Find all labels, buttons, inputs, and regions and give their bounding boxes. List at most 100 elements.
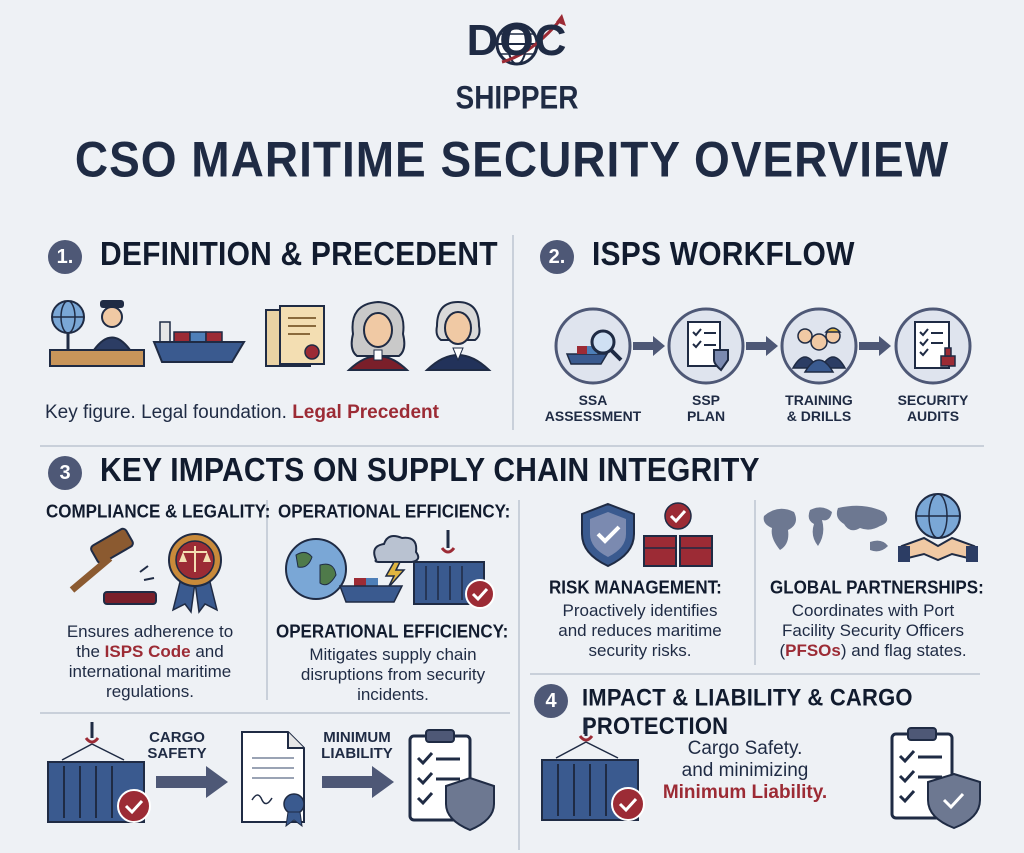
step-label-line: SSP	[691, 392, 720, 408]
globe-handshake-icon	[898, 493, 978, 562]
divider	[266, 500, 268, 700]
operational-heading: OPERATIONAL EFFICIENCY:	[278, 501, 511, 522]
scales-badge-icon	[168, 533, 222, 614]
logo-text-doc: DOC	[466, 16, 568, 65]
compliance-heading: COMPLIANCE & LEGALITY:	[46, 501, 271, 522]
text-line: SAFETY	[147, 745, 207, 762]
caption-highlight: Legal Precedent	[292, 402, 439, 423]
training-drills-icon	[780, 307, 858, 385]
step-label-training: TRAINING & DRILLS	[764, 392, 874, 424]
global-description: Coordinates with Port Facility Security …	[762, 601, 984, 661]
container-crane-check-icon	[47, 722, 151, 823]
text-line: Cargo Safety.	[687, 738, 803, 759]
text-line: international maritime	[68, 662, 232, 681]
risk-description: Proactively identifies and reduces marit…	[530, 601, 750, 661]
operational-description: Mitigates supply chain disruptions from …	[272, 645, 514, 705]
risk-boxes-icon	[643, 502, 713, 567]
section-3-badge: 3	[48, 456, 82, 490]
cargo-ship-icon	[152, 321, 246, 363]
text-line: incidents.	[357, 685, 429, 704]
operational-heading-secondary: OPERATIONAL EFFICIENCY:	[276, 621, 509, 642]
pfsos-highlight: PFSOs	[785, 641, 841, 660]
globe-logo-icon	[495, 14, 566, 66]
text-span: the	[76, 642, 105, 661]
logo-text-shipper: SHIPPER	[455, 79, 579, 116]
arrow-right-icon	[746, 336, 778, 356]
section-2-title: ISPS WORKFLOW	[592, 236, 855, 273]
compliance-description: Ensures adherence to the ISPS Code and i…	[40, 622, 260, 702]
text-line: Ensures adherence to	[66, 622, 234, 641]
step-label-ssp: SSP PLAN	[651, 392, 761, 424]
step-label-line: SSA	[578, 392, 608, 408]
section-4-description: Cargo Safety. and minimizing Minimum Lia…	[640, 738, 850, 804]
doc-shipper-logo: DOC SHIPPER	[456, 14, 578, 115]
text-span: (	[779, 641, 786, 660]
divider	[530, 673, 980, 675]
flow-label-cargo-safety: CARGO SAFETY	[122, 730, 232, 762]
global-heading: GLOBAL PARTNERSHIPS:	[770, 577, 984, 598]
text-line: Coordinates with Port	[791, 601, 955, 620]
caption-plain: Key figure. Legal foundation.	[45, 402, 287, 423]
container-check-icon	[413, 530, 495, 609]
certificate-document-icon	[241, 731, 305, 828]
step-label-line: SECURITY	[897, 392, 969, 408]
text-line: LIABILITY	[321, 745, 393, 762]
step-label-line: ASSESSMENT	[544, 408, 642, 424]
step-label-line: PLAN	[686, 408, 726, 424]
text-line: security risks.	[588, 641, 692, 660]
text-line: disruptions from security	[300, 665, 486, 684]
ship-icon	[338, 578, 404, 603]
section-1-caption: Key figure. Legal foundation. Legal Prec…	[45, 403, 505, 423]
section-1-badge: 1.	[48, 240, 82, 274]
text-line: (PFSOs) and flag states.	[762, 641, 984, 661]
arrow-right-icon	[322, 766, 394, 798]
container-crane-check-icon	[541, 720, 645, 821]
checklist-shield-icon	[890, 727, 981, 830]
judge-portrait-icon	[346, 300, 410, 371]
divider	[512, 235, 514, 430]
text-line: and minimizing	[681, 760, 809, 781]
officer-at-desk-icon	[49, 300, 145, 367]
text-line: Proactively identifies	[562, 601, 718, 620]
text-span: and	[190, 642, 224, 661]
ssp-plan-icon	[667, 307, 745, 385]
historical-figure-portrait-icon	[424, 300, 492, 371]
shield-check-icon	[581, 502, 635, 568]
divider	[518, 500, 520, 850]
step-label-ssa: SSA ASSESSMENT	[538, 392, 648, 424]
step-label-audits: SECURITY AUDITS	[878, 392, 988, 424]
arrow-right-icon	[633, 336, 665, 356]
legal-documents-icon	[265, 305, 325, 367]
step-label-line: TRAINING	[785, 392, 853, 408]
globe-icon	[285, 538, 347, 600]
text-line: CARGO	[149, 729, 205, 746]
divider	[40, 712, 510, 714]
text-line: and reduces maritime	[558, 621, 722, 640]
text-line: Mitigates supply chain	[309, 645, 477, 664]
section-4-badge: 4	[534, 684, 568, 718]
gavel-icon	[69, 527, 157, 605]
section-1-title: DEFINITION & PRECEDENT	[100, 236, 498, 273]
divider	[40, 445, 984, 447]
security-audits-icon	[894, 307, 972, 385]
text-span: ) and flag states.	[840, 641, 967, 660]
checklist-shield-icon	[408, 729, 495, 832]
storm-cloud-icon	[373, 535, 420, 589]
risk-heading: RISK MANAGEMENT:	[549, 577, 722, 598]
isps-code-highlight: ISPS Code	[104, 642, 191, 661]
text-line: Facility Security Officers	[781, 621, 964, 640]
text-line: regulations.	[106, 682, 194, 701]
arrow-right-icon	[859, 336, 891, 356]
text-line: MINIMUM	[323, 729, 391, 746]
section-4-title: IMPACT & LIABILITY & CARGO PROTECTION	[582, 683, 913, 740]
section-3-title: KEY IMPACTS ON SUPPLY CHAIN INTEGRITY	[100, 452, 760, 489]
ssa-assessment-icon	[554, 307, 632, 385]
flow-label-minimum-liability: MINIMUM LIABILITY	[302, 730, 412, 762]
text-line: the ISPS Code and	[40, 642, 260, 662]
minimum-liability-highlight: Minimum Liability.	[662, 782, 828, 803]
step-label-line: & DRILLS	[786, 408, 852, 424]
page-title: CSO MARITIME SECURITY OVERVIEW	[74, 130, 950, 188]
divider	[754, 500, 756, 665]
step-label-line: AUDITS	[906, 408, 960, 424]
arrow-right-icon	[156, 766, 228, 798]
